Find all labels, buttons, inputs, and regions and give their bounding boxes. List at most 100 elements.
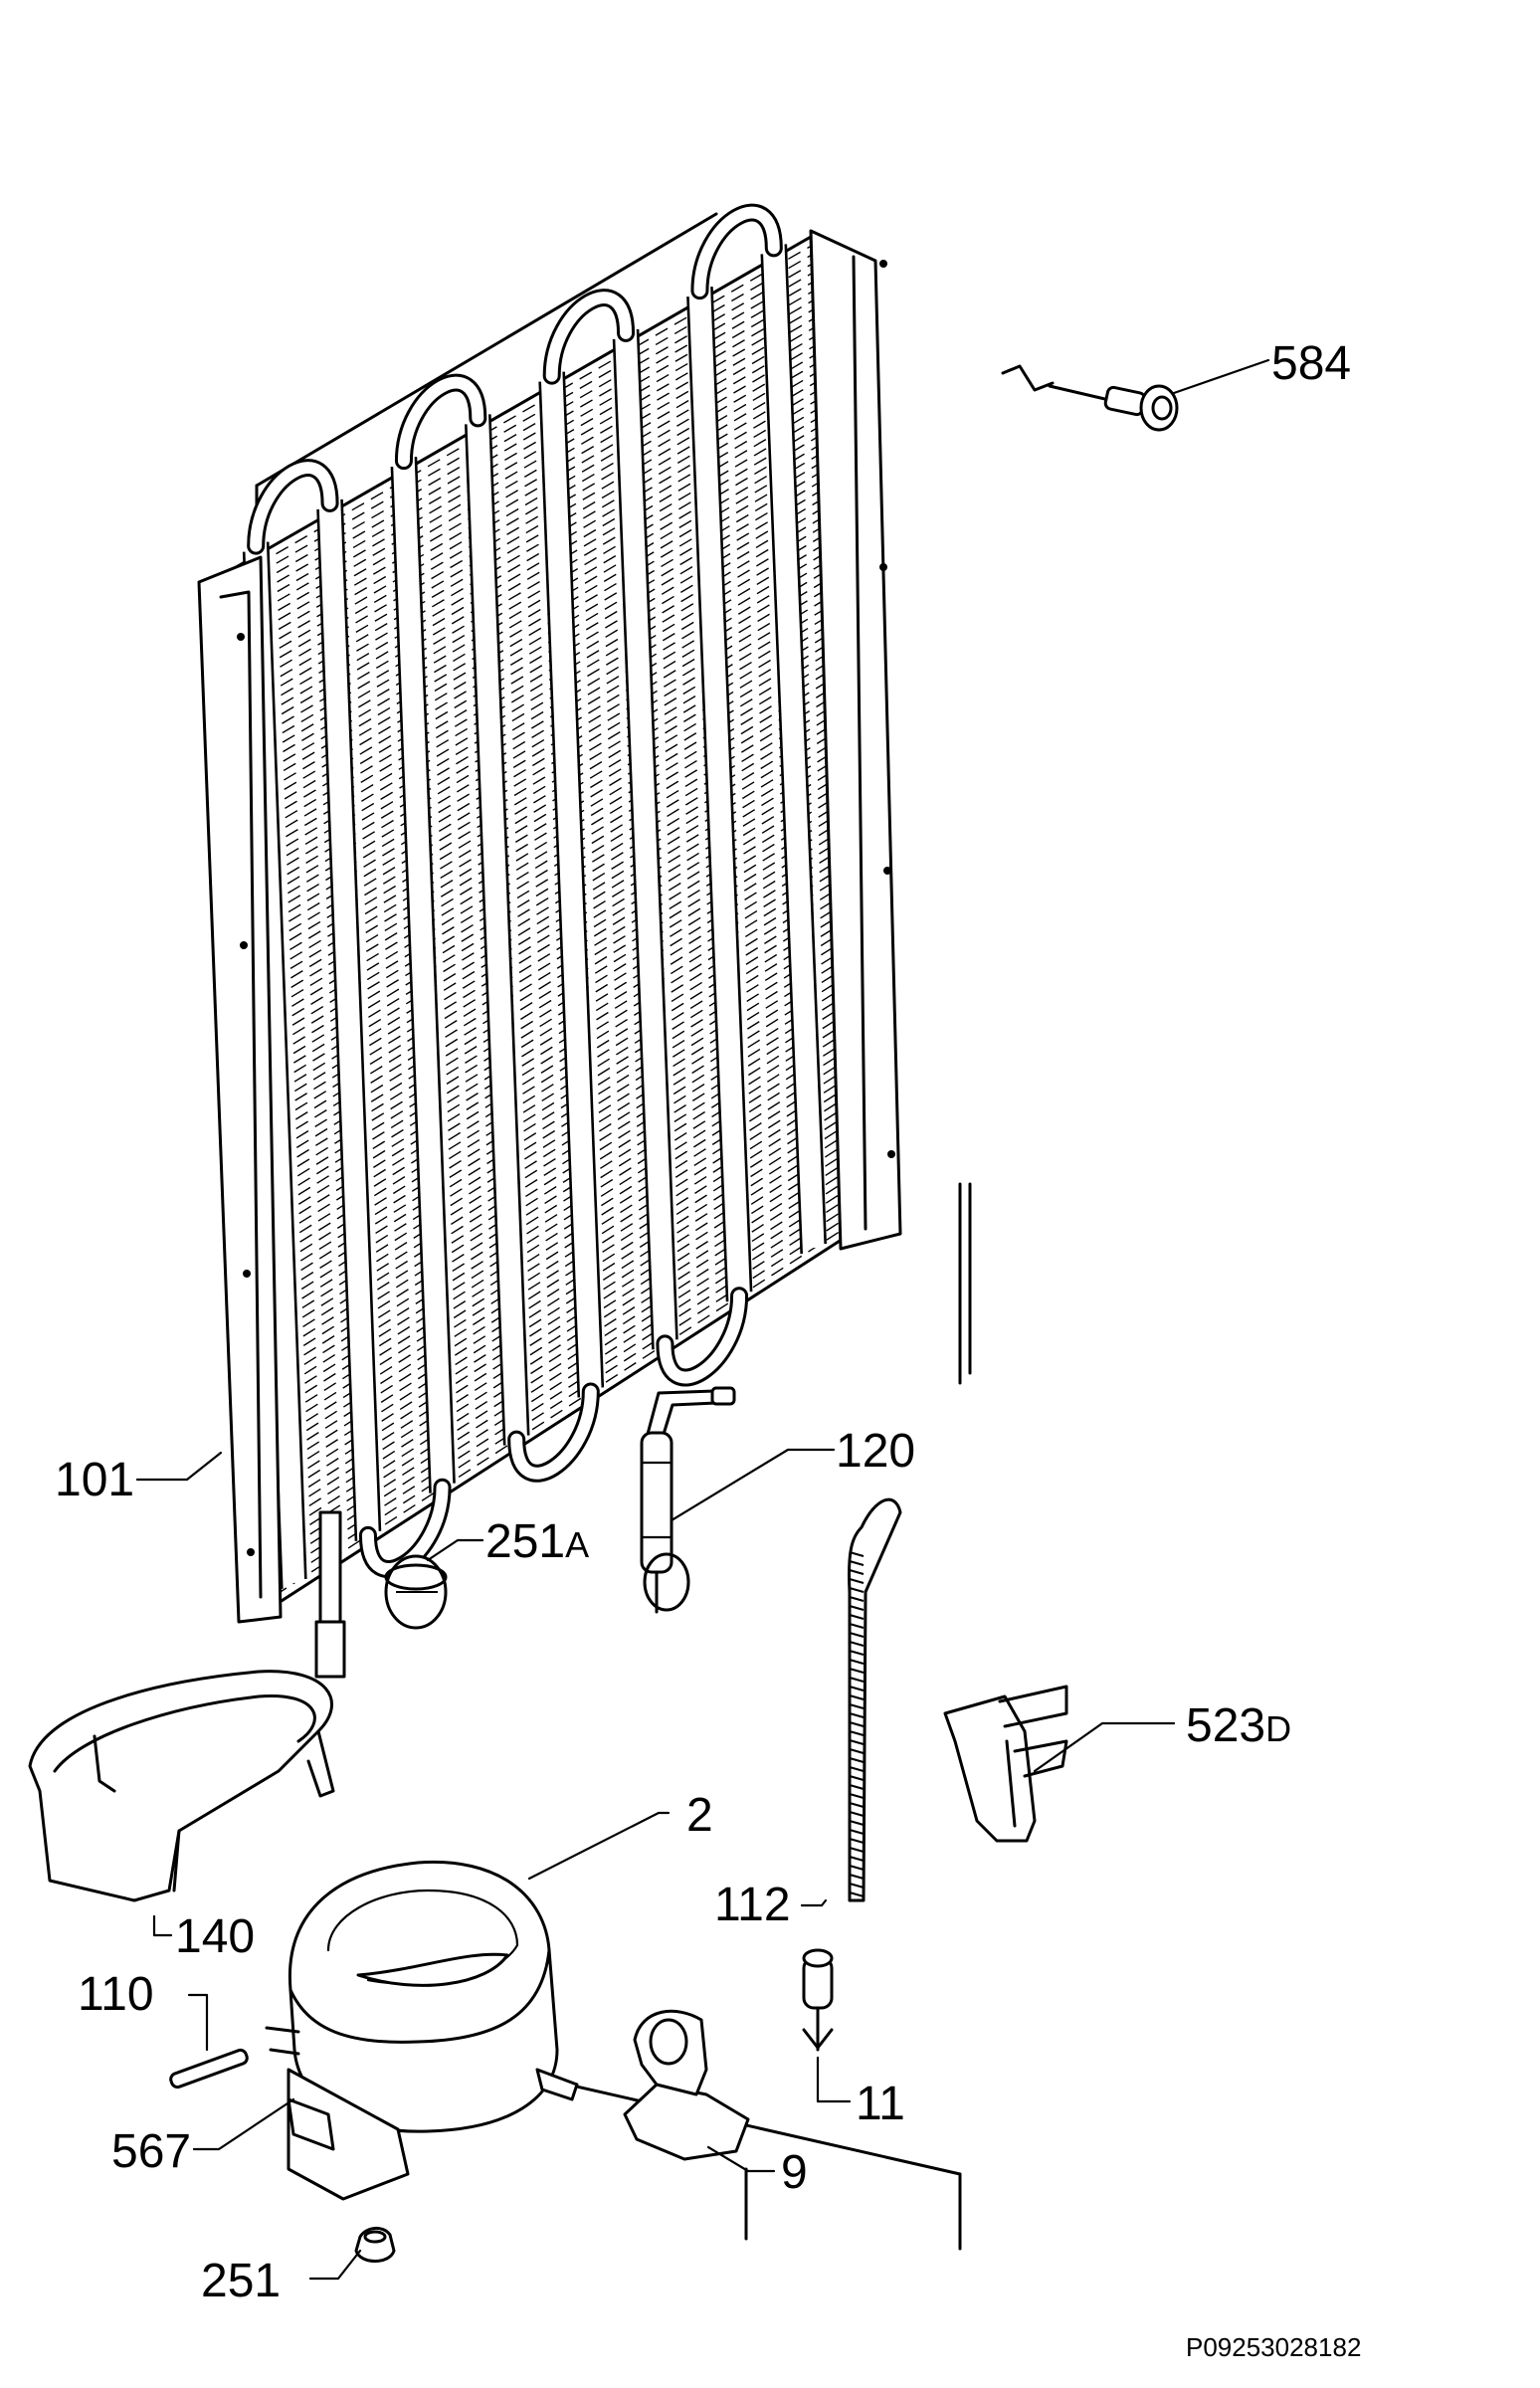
label-140: 140 [175,1910,255,1963]
label-101: 101 [55,1454,134,1506]
connector-part-584 [1001,364,1179,432]
tube-edge [340,498,382,1531]
tube-gap [390,460,456,1489]
spiral-ridge [849,1802,865,1808]
tube-gap [538,375,604,1392]
label-523d: 523D [1186,1699,1291,1752]
spiral-ridge [849,1748,865,1754]
drip-tray-part-140 [28,1670,335,1902]
spiral-ridges [849,1551,865,1897]
tube-bend-inner [659,1290,746,1384]
spiral-ridge [849,1560,865,1566]
spiral-ridge [849,1829,865,1835]
compressor-part-2 [265,1860,579,2201]
relay-housing-part-9 [623,2009,750,2161]
spiral-ridge [849,1694,865,1700]
spiral-ridge [849,1578,865,1584]
label-567: 567 [111,2125,191,2178]
spiral-ridge [849,1856,865,1862]
label-251a-number: 251 [485,1515,565,1568]
spiral-ridge [849,1739,865,1745]
tube-edge [390,467,432,1493]
bracket-hole [879,260,887,268]
label-11: 11 [856,2078,905,2130]
label-9: 9 [781,2146,808,2199]
tube-edge [710,287,753,1293]
part-labels: 584 101 120 251A 523D 2 140 112 110 11 5… [55,337,1361,2362]
tube-bend-inner [693,206,780,298]
tube-edge [760,254,803,1255]
spiral-ridge [849,1865,865,1871]
label-584: 584 [1271,337,1351,390]
spiral-ridge [849,1614,865,1620]
tube-gap [465,417,530,1441]
relay-part-11 [802,1948,834,2052]
bracket-hole [887,1150,895,1158]
label-251a-suffix: A [565,1524,589,1565]
spiral-ridge [849,1650,865,1656]
tube-edge [465,424,506,1446]
tube-gap [686,290,753,1296]
tube-edge [316,508,358,1541]
spiral-ridge [849,1874,865,1880]
grommet-part-251 [354,2227,396,2263]
label-523d-suffix: D [1265,1708,1291,1749]
condenser [197,203,902,1679]
tube-edge [414,457,456,1484]
spiral-ridge [849,1712,865,1718]
spiral-ridge [849,1730,865,1736]
spiral-ridge [849,1891,865,1897]
tube-edge [784,244,827,1245]
drawing-code: P09253028182 [1186,2332,1361,2362]
bracket-hole [883,867,891,875]
spiral-ridge [849,1775,865,1781]
spiral-ridge [849,1703,865,1709]
spiral-ridge [849,1623,865,1629]
leader-lines [135,358,1270,2281]
spiral-ridge [849,1596,865,1602]
tube-edge [636,328,678,1340]
spiral-ridge [849,1784,865,1790]
spiral-ridge [849,1721,865,1727]
spiral-ridge [849,1757,865,1763]
label-523d-number: 523 [1186,1699,1265,1752]
bracket-hole [243,1270,251,1278]
tube-bend-inner [250,462,336,552]
spiral-ridge [849,1677,865,1683]
label-112: 112 [714,1879,791,1931]
tube-gap [613,332,678,1344]
bracket-hole [240,941,248,949]
spiral-ridge [849,1847,865,1853]
bracket-hole [247,1548,255,1556]
spiral-tube-part-112 [848,1497,902,1902]
filter-drier-part-120 [640,1386,736,1614]
label-251a: 251A [485,1515,589,1568]
pin-part-110 [169,2048,249,2090]
label-120: 120 [836,1425,915,1478]
clip-part-523d [943,1685,1068,1843]
tube-edge [488,414,530,1436]
tube-edge [562,371,605,1388]
spiral-ridge [849,1686,865,1692]
spiral-ridge [849,1668,865,1674]
spiral-ridge [849,1605,865,1611]
spiral-ridge [849,1793,865,1799]
spiral-ridge [849,1587,865,1593]
fin-line [256,1224,852,1609]
tube-edge [686,297,729,1302]
spiral-ridge [849,1811,865,1817]
tube-edge [266,541,307,1579]
grommet-part-251a [384,1554,448,1630]
bracket-hole [237,633,245,641]
spiral-ridge [849,1659,865,1665]
spiral-ridge [849,1820,865,1826]
spiral-ridge [849,1766,865,1772]
tube-gap [316,502,381,1536]
spiral-ridge [849,1641,865,1647]
spiral-ridge [849,1569,865,1575]
tube-edge [612,338,655,1350]
tube-bend-inner [397,376,484,468]
bracket-hole [879,563,887,571]
